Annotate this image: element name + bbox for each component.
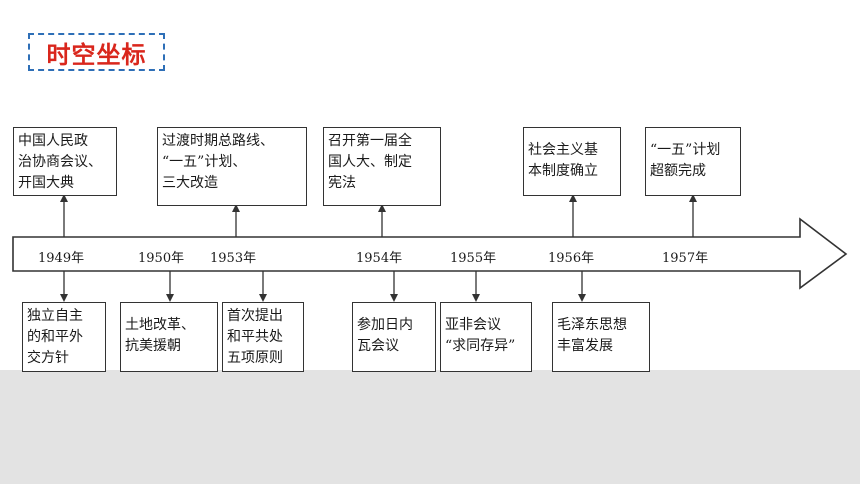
timeline-diagram: 1949年 1950年 1953年 1954年 1955年 1956年 1957… (10, 118, 850, 372)
year-label-1956: 1956年 (548, 251, 595, 266)
arrowhead-1956-down (578, 294, 586, 302)
year-label-1953: 1953年 (210, 251, 257, 266)
event-box-above-1949: 中国人民政 治协商会议、 开国大典 (13, 127, 117, 196)
timeline-arrow (12, 217, 848, 290)
event-box-above-1953: 过渡时期总路线、 “一五”计划、 三大改造 (157, 127, 307, 206)
arrowhead-1957-up (689, 194, 697, 202)
event-box-above-1954: 召开第一届全 国人大、制定 宪法 (323, 127, 441, 206)
arrowhead-1953-down (259, 294, 267, 302)
event-box-below-1956: 毛泽东思想 丰富发展 (552, 302, 650, 372)
event-box-below-1950: 土地改革、 抗美援朝 (120, 302, 218, 372)
year-label-1954: 1954年 (356, 251, 403, 266)
year-label-1955: 1955年 (450, 251, 497, 266)
year-label-1957: 1957年 (662, 251, 709, 266)
year-label-1950: 1950年 (138, 251, 185, 266)
event-box-below-1953: 首次提出 和平共处 五项原则 (222, 302, 304, 372)
arrowhead-1954-down (390, 294, 398, 302)
bottom-background-band (0, 370, 860, 484)
event-box-above-1956: 社会主义基 本制度确立 (523, 127, 621, 196)
event-box-below-1955: 亚非会议 “求同存异” (440, 302, 532, 372)
arrowhead-1953-up (232, 204, 240, 212)
arrowhead-1949-up (60, 194, 68, 202)
event-box-above-1957: “一五”计划 超额完成 (645, 127, 741, 196)
arrowhead-1955-down (472, 294, 480, 302)
event-box-below-1949: 独立自主 的和平外 交方针 (22, 302, 106, 372)
arrowhead-1950-down (166, 294, 174, 302)
arrowhead-1956-up (569, 194, 577, 202)
section-title: 时空坐标 (46, 40, 147, 69)
arrowhead-1954-up (378, 204, 386, 212)
timeline-arrow-svg (12, 194, 848, 302)
section-title-box: 时空坐标 (28, 33, 165, 71)
event-box-below-1954: 参加日内 瓦会议 (352, 302, 436, 372)
arrowhead-1949-down (60, 294, 68, 302)
year-label-1949: 1949年 (38, 251, 85, 266)
